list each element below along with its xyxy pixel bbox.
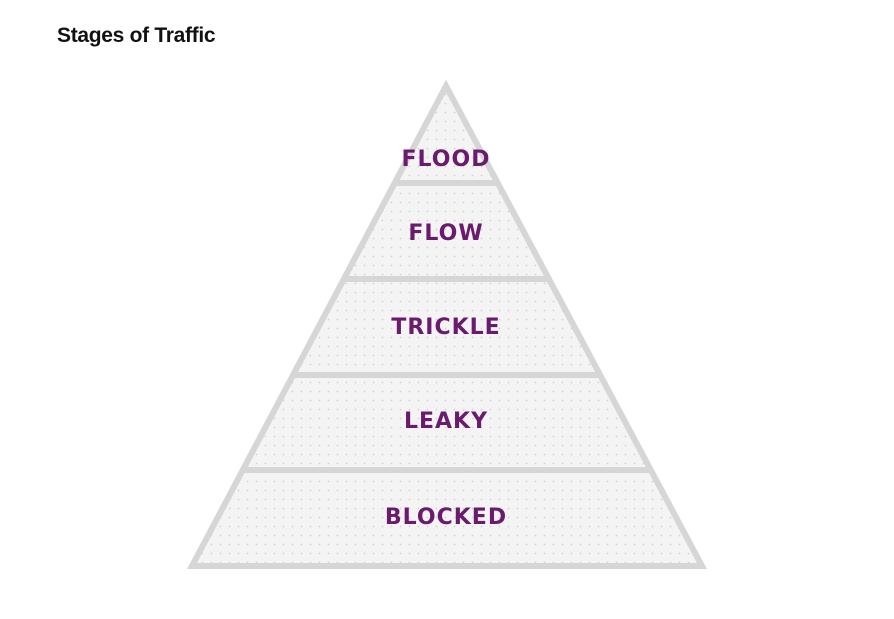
level-label-flood: FLOOD <box>402 147 491 172</box>
level-label-trickle: TRICKLE <box>391 315 500 340</box>
level-label-flow: FLOW <box>408 221 483 246</box>
pyramid-outline <box>187 79 707 569</box>
level-label-blocked: BLOCKED <box>385 505 507 530</box>
level-dividers <box>242 180 650 473</box>
diagram-title: Stages of Traffic <box>57 24 216 47</box>
level-label-leaky: LEAKY <box>404 409 488 434</box>
